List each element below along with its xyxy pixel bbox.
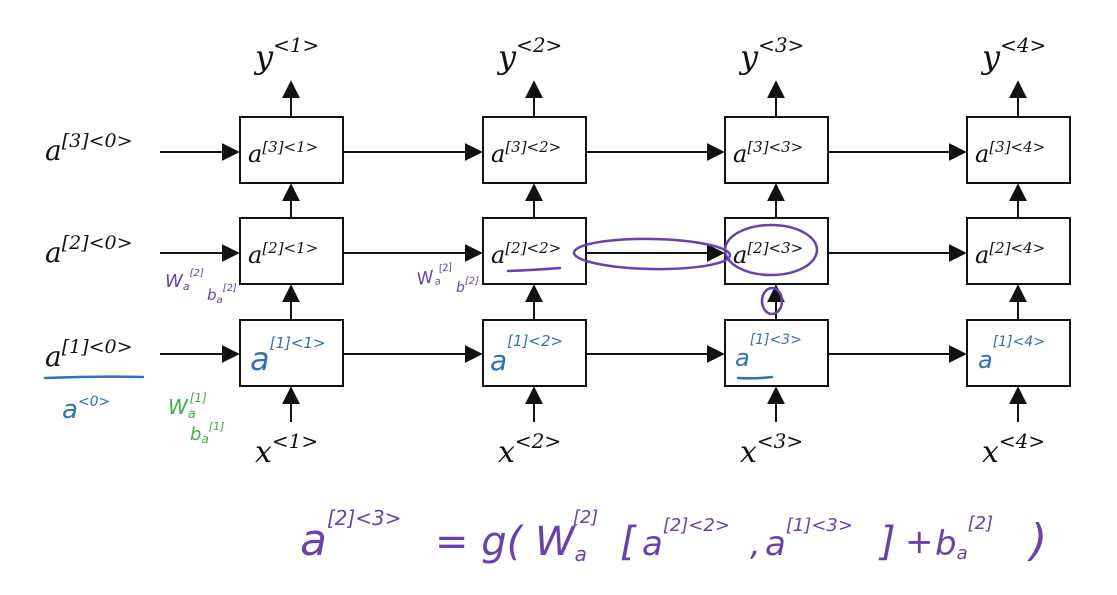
output-label-4: y<4> (980, 33, 1046, 76)
init-activation-layer1: a[1]<0> (45, 336, 133, 373)
cell-label-l3-t4: a[3]<4> (975, 138, 1045, 168)
equation-weight: Wa[2] (535, 507, 598, 566)
cell-label-l2-t1: a[2]<1> (248, 239, 318, 269)
cell-label-l3-t2: a[3]<2> (491, 138, 561, 168)
equation-bias: ba[2] (935, 513, 993, 564)
output-label-1: y<1> (253, 33, 319, 76)
equation: a[2]<3> = g( Wa[2] [ a[2]<2> , a[1]<3> ]… (300, 506, 1047, 566)
layer2-bias-left-handwritten: ba[2] (207, 283, 237, 306)
equation-comma: , (750, 524, 761, 564)
layer1-bias-handwritten: ba[1] (190, 420, 224, 446)
input-label-2: x<2> (498, 429, 561, 470)
h-arrow-ellipse (572, 237, 732, 271)
cell-boxes (239, 116, 1071, 387)
output-label-3: y<3> (738, 33, 804, 76)
a0-handwritten: a<0> (62, 394, 110, 425)
cell-label-l3-t3: a[3]<3> (733, 138, 803, 168)
cell-label-l1-t1-handwritten: a[1]<1> (250, 334, 326, 378)
equation-plus: + (905, 522, 934, 562)
cell-label-l1-t2-handwritten: a[1]<2> (490, 332, 563, 377)
cell-label-l2-t3: a[2]<3> (733, 239, 803, 269)
equation-close-bracket: ] (878, 519, 896, 565)
cell-label-l2-t2: a[2]<2> (491, 239, 561, 269)
equation-open-bracket: [ (620, 519, 637, 565)
cell-label-l1-t3-handwritten: a[1]<3> (735, 332, 802, 372)
a22-underline (506, 266, 562, 273)
equation-lhs: a[2]<3> (300, 506, 402, 566)
equation-close-paren: ) (1027, 515, 1047, 566)
input-label-4: x<4> (982, 429, 1045, 470)
cell-label-l1-t4-handwritten: a[1]<4> (978, 334, 1045, 374)
connection-arrows (160, 80, 1027, 422)
layer2-bias-mid-handwritten: b[2] (456, 276, 479, 296)
layer2-weight-mid-handwritten: Wa[2] (415, 262, 456, 291)
input-label-3: x<3> (740, 429, 803, 470)
a0-underline (43, 375, 145, 380)
input-label-1: x<1> (255, 429, 318, 470)
vertical-arrow-circle (760, 286, 784, 316)
equation-arg2: a[1]<3> (765, 515, 853, 564)
init-activation-layer3: a[3]<0> (45, 130, 133, 167)
layer1-weight-handwritten: Wa[1] (168, 391, 207, 422)
a23-circle (723, 223, 819, 277)
output-label-2: y<2> (496, 33, 562, 76)
init-activation-layer2: a[2]<0> (45, 232, 133, 269)
equation-equals-g: = g( (435, 519, 525, 565)
cell-label-l2-t4: a[2]<4> (975, 239, 1045, 269)
equation-arg1: a[2]<2> (642, 515, 730, 564)
a13-underline (736, 375, 774, 380)
layer2-weight-left-handwritten: Wa[2] (165, 268, 204, 293)
cell-label-l3-t1: a[3]<1> (248, 138, 318, 168)
